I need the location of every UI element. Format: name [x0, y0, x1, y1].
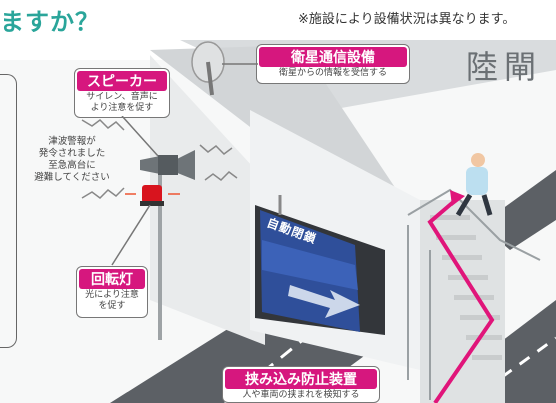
callout-desc: 光により注意: [85, 290, 139, 300]
callout-title: 挟み込み防止装置: [225, 369, 377, 389]
callout-desc: サイレン、音声に: [86, 92, 158, 102]
wall-left: [150, 55, 265, 345]
callout-anti-pinch: 挟み込み防止装置 人や車両の挟まれを検知する: [222, 366, 380, 403]
callout-satellite-leader: [222, 63, 258, 65]
callout-title: 回転灯: [79, 269, 145, 289]
page-heading: ますか？: [0, 8, 100, 36]
callout-speaker-leader: [121, 116, 159, 157]
callout-rotating-light: 回転灯 光により注意 を促す: [76, 266, 148, 318]
callout-desc: 衛星からの情報を受信する: [278, 68, 387, 78]
callout-desc: 人や車両の挟まれを検知する: [242, 390, 360, 400]
callout-satellite: 衛星通信設備 衛星からの情報を受信する: [256, 44, 410, 84]
callout-speaker: スピーカー サイレン、音声に より注意を促す: [74, 68, 170, 118]
rotating-light-graphic: [125, 185, 180, 206]
place-label: 陸閘: [466, 48, 543, 86]
announcement-text: 津波警報が 発令されました 至急高台に 避難してください: [34, 136, 110, 183]
satellite-dish-graphic: [191, 41, 225, 96]
callout-desc: より注意を促す: [90, 102, 154, 113]
speaker-horns-graphic: [140, 150, 195, 180]
callout-rotating-light-leader: [111, 205, 151, 266]
callout-title: スピーカー: [77, 71, 167, 91]
evacuation-route-arrow: [427, 196, 495, 403]
callout-desc: を促す: [98, 300, 126, 311]
stairs-wall: [420, 200, 505, 403]
facility-note: ※施設により設備状況は異なります。: [298, 12, 516, 27]
callout-title: 衛星通信設備: [259, 47, 407, 67]
evacuating-person-graphic: [455, 153, 493, 217]
left-panel-frame: [0, 74, 17, 348]
